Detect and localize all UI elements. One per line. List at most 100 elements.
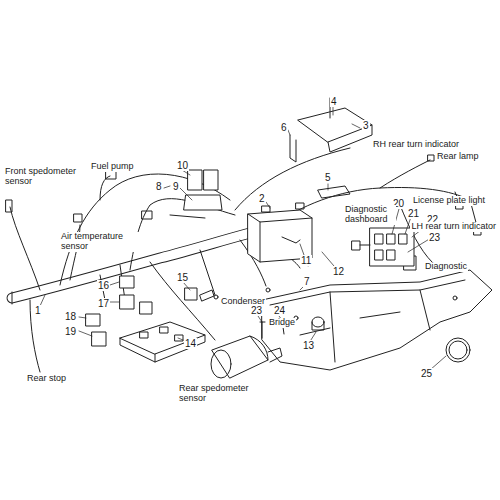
wires xyxy=(170,215,205,218)
main-harness-sleeve xyxy=(12,292,13,304)
callout-number: 12 xyxy=(332,266,345,277)
part-13 xyxy=(312,317,324,330)
fuse-box xyxy=(352,241,360,250)
battery-strap-bracket xyxy=(298,108,372,142)
callout-number: 5 xyxy=(324,172,332,183)
callout-number: 19 xyxy=(64,326,77,337)
callout-number: 10 xyxy=(176,160,189,171)
relay-board-14 xyxy=(140,332,148,338)
condenser xyxy=(200,290,214,301)
clip-25 xyxy=(449,341,467,359)
relays xyxy=(120,276,134,288)
wires xyxy=(428,155,434,161)
part-label: License plate light xyxy=(412,196,486,206)
relay-board-14 xyxy=(120,322,205,362)
fuse-box xyxy=(352,228,414,266)
fuse-box xyxy=(399,234,407,244)
callout-number: 16 xyxy=(97,280,110,291)
callout-number: 11 xyxy=(300,255,312,266)
part-label: Rear lamp xyxy=(436,152,480,162)
wires xyxy=(380,160,430,188)
part-13 xyxy=(312,317,324,327)
relays xyxy=(185,288,197,300)
starter-motor xyxy=(250,336,268,360)
callout-number: 7 xyxy=(303,276,311,287)
rear-mudguard-tray xyxy=(330,290,430,362)
callout-number: 13 xyxy=(302,340,315,351)
starter-motor xyxy=(211,336,282,378)
fuse-box xyxy=(387,250,395,260)
callout-number: 21 xyxy=(407,208,420,219)
relay-board-14 xyxy=(160,327,168,333)
main-harness-sleeve xyxy=(12,228,270,298)
battery xyxy=(248,203,312,262)
callout-number: 24 xyxy=(273,305,286,316)
callout-number: 2 xyxy=(258,193,266,204)
relay-board-14 xyxy=(120,335,205,362)
battery xyxy=(262,206,270,212)
callout-number: 6 xyxy=(280,122,288,133)
battery xyxy=(296,203,304,209)
starter-motor xyxy=(268,348,282,362)
connector-11 xyxy=(282,237,300,243)
wires xyxy=(266,288,270,292)
wires xyxy=(142,211,152,219)
callout-number: 25 xyxy=(420,368,433,379)
wires xyxy=(74,214,82,222)
callout-number: 23 xyxy=(250,305,263,316)
callout-number: 14 xyxy=(184,338,197,349)
plate-5 xyxy=(318,186,350,198)
condenser xyxy=(200,290,214,301)
wires xyxy=(6,200,12,212)
part-label: RH rear turn indicator xyxy=(372,140,460,150)
main-harness-sleeve xyxy=(12,228,270,304)
wires xyxy=(235,148,350,210)
wires xyxy=(60,174,230,285)
plate-5 xyxy=(318,186,350,198)
callout-number: 17 xyxy=(97,298,110,309)
part-13 xyxy=(312,322,324,330)
battery-strap-bracket xyxy=(290,98,372,162)
relays xyxy=(140,302,152,314)
part-label: Front spedometer sensor xyxy=(4,167,88,187)
part-label: Fuel pump xyxy=(90,162,135,172)
fuse-box xyxy=(360,245,370,246)
callout-number: 4 xyxy=(330,96,338,107)
fuse-box xyxy=(375,234,383,244)
starter-motor xyxy=(212,336,268,378)
wires xyxy=(214,295,218,299)
relay-holder-8-9-10 xyxy=(184,170,222,210)
rear-mudguard-tray xyxy=(262,270,492,370)
callout-number: 15 xyxy=(176,272,189,283)
fuse-box xyxy=(387,234,395,244)
battery-strap-bracket xyxy=(290,135,296,162)
part-label: LH rear turn indicator xyxy=(410,222,497,232)
callout-number: 8 xyxy=(155,181,163,192)
callout-number: 23 xyxy=(428,232,441,243)
relay-board-14 xyxy=(175,335,183,341)
part-label: Rear spedometer sensor xyxy=(178,384,270,404)
callout-number: 3 xyxy=(362,120,370,131)
wires xyxy=(200,250,215,295)
relays xyxy=(120,295,134,309)
relays xyxy=(92,332,106,346)
relay-holder-8-9-10 xyxy=(188,170,202,190)
rear-mudguard-tray xyxy=(262,270,492,370)
connector-11 xyxy=(282,237,300,243)
relays xyxy=(86,314,100,326)
starter-motor xyxy=(211,350,231,378)
callout-number: 9 xyxy=(172,181,180,192)
rear-mudguard-tray xyxy=(270,280,465,305)
wires xyxy=(100,176,110,200)
callout-number: 1 xyxy=(34,305,42,316)
relay-holder-8-9-10 xyxy=(204,170,218,190)
part-label: Rear stop xyxy=(26,374,67,384)
rear-mudguard-tray xyxy=(453,296,457,300)
wires xyxy=(10,207,40,290)
relay-board-14 xyxy=(120,322,205,354)
rear-mudguard-tray xyxy=(300,312,400,335)
fuse-box xyxy=(375,250,383,260)
part-label: Bridge xyxy=(268,318,296,328)
clip-25 xyxy=(446,338,470,362)
